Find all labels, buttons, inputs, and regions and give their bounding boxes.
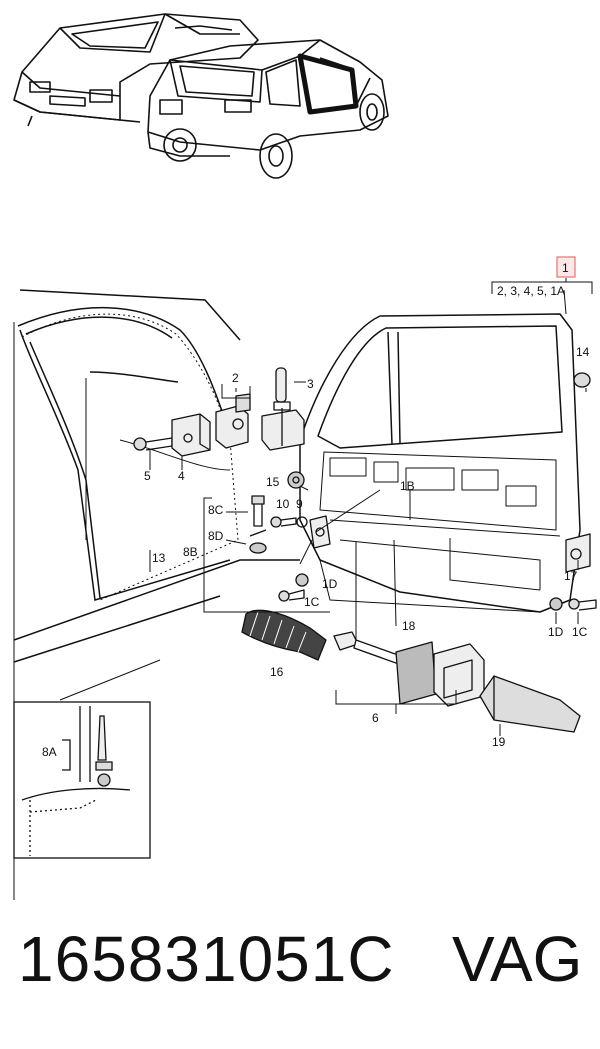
label-14: 14 (576, 345, 590, 359)
label-13: 13 (152, 551, 166, 565)
callout-1-label: 1 (562, 261, 569, 275)
label-8A: 8A (42, 745, 57, 759)
label-9: 9 (296, 497, 303, 511)
label-1D-left: 1D (322, 577, 338, 591)
part-1C-bolt-left[interactable] (278, 589, 305, 602)
part-1D-washer-left[interactable] (295, 573, 309, 587)
label-1D-right: 1D (548, 625, 564, 639)
label-5: 5 (144, 469, 151, 483)
label-4: 4 (178, 469, 185, 483)
label-17: 17 (564, 569, 578, 583)
label-1B: 1B (400, 479, 415, 493)
part-1D-washer-right[interactable] (549, 597, 563, 611)
label-1C-right: 1C (572, 625, 588, 639)
leader-lines (149, 289, 587, 736)
inset-8A (13, 701, 151, 859)
label-8C: 8C (208, 503, 224, 517)
door-hinge (261, 408, 305, 451)
part-number: 165831051C (18, 923, 395, 995)
part-14-plug[interactable] (573, 372, 591, 388)
part-9-washer[interactable] (296, 516, 308, 528)
part-3-pin[interactable] (273, 367, 291, 411)
part-18-pad[interactable] (395, 641, 437, 705)
part-labels: 2 3 4 5 15 1B 8C 10 9 8D 8B 13 1D 1C 14 … (42, 345, 590, 759)
door-seal (21, 313, 239, 601)
part-16-boot[interactable] (241, 609, 327, 661)
header-group-label: 2, 3, 4, 5, 1A (497, 284, 565, 298)
part-5-bolt[interactable] (133, 437, 173, 451)
striker-plate (309, 515, 331, 549)
brand-name: VAG (452, 923, 583, 995)
label-8D: 8D (208, 529, 224, 543)
label-2: 2 (232, 371, 239, 385)
part-10-bolt[interactable] (270, 516, 297, 528)
label-8B: 8B (183, 545, 198, 559)
label-3: 3 (307, 377, 314, 391)
part-2-hinge-set[interactable] (215, 393, 251, 449)
label-15: 15 (266, 475, 280, 489)
door-opening (13, 289, 300, 900)
part-8D-nut[interactable] (249, 529, 267, 554)
label-18: 18 (402, 619, 416, 633)
label-1C-left: 1C (304, 595, 320, 609)
car-illustrations (13, 13, 389, 179)
part-4-hinge[interactable] (171, 413, 211, 457)
label-19: 19 (492, 735, 506, 749)
callout-1[interactable]: 1 (556, 256, 576, 278)
hatchback-illustration (147, 39, 389, 179)
part-1C-bolt-right[interactable] (568, 598, 597, 611)
label-16: 16 (270, 665, 284, 679)
door-shell (299, 313, 581, 613)
label-10: 10 (276, 497, 290, 511)
check-strap-housing (433, 643, 485, 707)
part-17[interactable] (565, 533, 591, 573)
header-group (491, 278, 593, 294)
part-15-grommet[interactable] (287, 471, 305, 489)
label-6: 6 (372, 711, 379, 725)
sedan-illustration (13, 13, 259, 127)
hinge-parts (133, 367, 597, 733)
part-19-cover[interactable] (479, 675, 581, 733)
part-8C-bolt[interactable] (251, 495, 265, 527)
